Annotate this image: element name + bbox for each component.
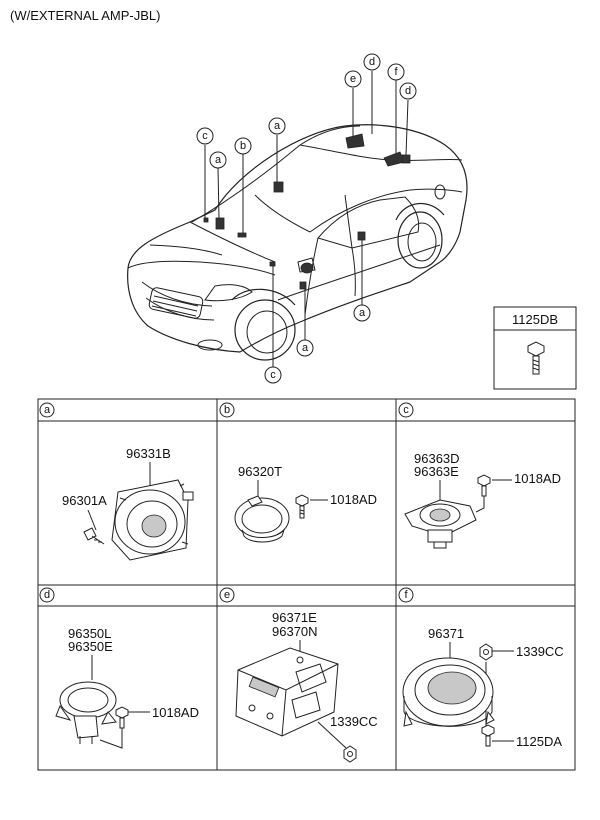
- callout-a-door: a: [353, 304, 371, 322]
- screw-icon-b: [295, 494, 309, 519]
- screw-icon-c: [477, 474, 491, 497]
- callout-a-bottom: a: [296, 339, 314, 357]
- panel-c-content: 96363D 96363E 1018AD: [404, 451, 561, 549]
- part-label-1125da: 1125DA: [516, 734, 562, 749]
- callout-c-bottom: c: [264, 366, 282, 384]
- part-label-96350l: 96350L: [68, 626, 111, 641]
- tweeter-speaker-icon: [234, 495, 290, 543]
- part-label-1339cc-e: 1339CC: [330, 714, 378, 729]
- panel-a-header: a: [39, 402, 55, 418]
- midrange-speaker-icon: [404, 499, 477, 549]
- inset-part-number: 1125DB: [512, 312, 558, 327]
- part-label-96363e: 96363E: [414, 464, 459, 479]
- svg-text:d: d: [405, 85, 411, 97]
- panel-c-header: c: [398, 402, 414, 418]
- svg-text:c: c: [403, 404, 409, 416]
- screw-icon-d: [115, 706, 129, 729]
- amplifier-icon: [235, 647, 339, 737]
- parts-grid: [37, 398, 576, 771]
- svg-text:e: e: [224, 589, 230, 601]
- part-label-1018ad-c: 1018AD: [514, 471, 561, 486]
- panel-e-header: e: [219, 587, 235, 603]
- woofer-speaker-icon: [111, 479, 194, 561]
- svg-text:a: a: [359, 307, 366, 319]
- svg-text:a: a: [44, 404, 51, 416]
- svg-text:b: b: [240, 140, 246, 152]
- panel-a-content: 96331B 96301A: [62, 446, 194, 561]
- subwoofer-speaker-icon: [402, 657, 495, 727]
- callout-c-top: c: [196, 127, 214, 145]
- callout-e: e: [344, 70, 362, 88]
- vehicle-illustration: [127, 124, 468, 361]
- svg-text:a: a: [274, 120, 281, 132]
- panel-b-header: b: [219, 402, 235, 418]
- panel-f-content: 96371 1339CC 1125DA: [402, 626, 564, 749]
- bolt-icon: [527, 341, 545, 375]
- svg-text:f: f: [394, 66, 398, 78]
- nut-icon: [343, 745, 357, 763]
- svg-text:a: a: [215, 154, 222, 166]
- callout-a-left: a: [209, 151, 227, 169]
- nut-icon-f: [479, 643, 493, 661]
- callout-f: f: [387, 63, 405, 81]
- callout-leaders: [204, 71, 409, 367]
- svg-text:f: f: [404, 589, 408, 601]
- part-label-96320t: 96320T: [238, 464, 282, 479]
- panel-d-header: d: [39, 587, 55, 603]
- inset-1125db: 1125DB: [493, 306, 577, 390]
- svg-text:c: c: [202, 130, 208, 142]
- svg-text:d: d: [44, 589, 50, 601]
- panel-e-content: 96371E 96370N 1339CC: [235, 610, 378, 763]
- callout-d-right: d: [399, 82, 417, 100]
- svg-text:a: a: [302, 342, 309, 354]
- part-label-96331b: 96331B: [126, 446, 171, 461]
- part-label-96301a: 96301A: [62, 493, 107, 508]
- callout-b: b: [234, 137, 252, 155]
- panel-d-content: 96350L 96350E 1018AD: [55, 626, 199, 749]
- callout-a-roof: a: [268, 117, 286, 135]
- svg-text:e: e: [350, 73, 356, 85]
- panel-f-header: f: [398, 587, 414, 603]
- part-label-96371: 96371: [428, 626, 464, 641]
- tweeter-speaker-icon-d: [55, 681, 117, 744]
- svg-text:d: d: [369, 56, 375, 68]
- part-label-96363d: 96363D: [414, 451, 460, 466]
- diagram-title: (W/EXTERNAL AMP-JBL): [10, 8, 160, 23]
- part-label-96370n: 96370N: [272, 624, 318, 639]
- part-label-96350e: 96350E: [68, 639, 113, 654]
- part-label-1018ad-d: 1018AD: [152, 705, 199, 720]
- panel-b-content: 96320T 1018AD: [234, 464, 377, 543]
- screw-icon: [83, 527, 105, 545]
- part-label-1339cc-f: 1339CC: [516, 644, 564, 659]
- part-label-96371e: 96371E: [272, 610, 317, 625]
- bolt-icon-f: [481, 724, 495, 747]
- part-label-1018ad-b: 1018AD: [330, 492, 377, 507]
- svg-text:b: b: [224, 404, 230, 416]
- callout-d-top: d: [363, 53, 381, 71]
- svg-text:c: c: [270, 369, 276, 381]
